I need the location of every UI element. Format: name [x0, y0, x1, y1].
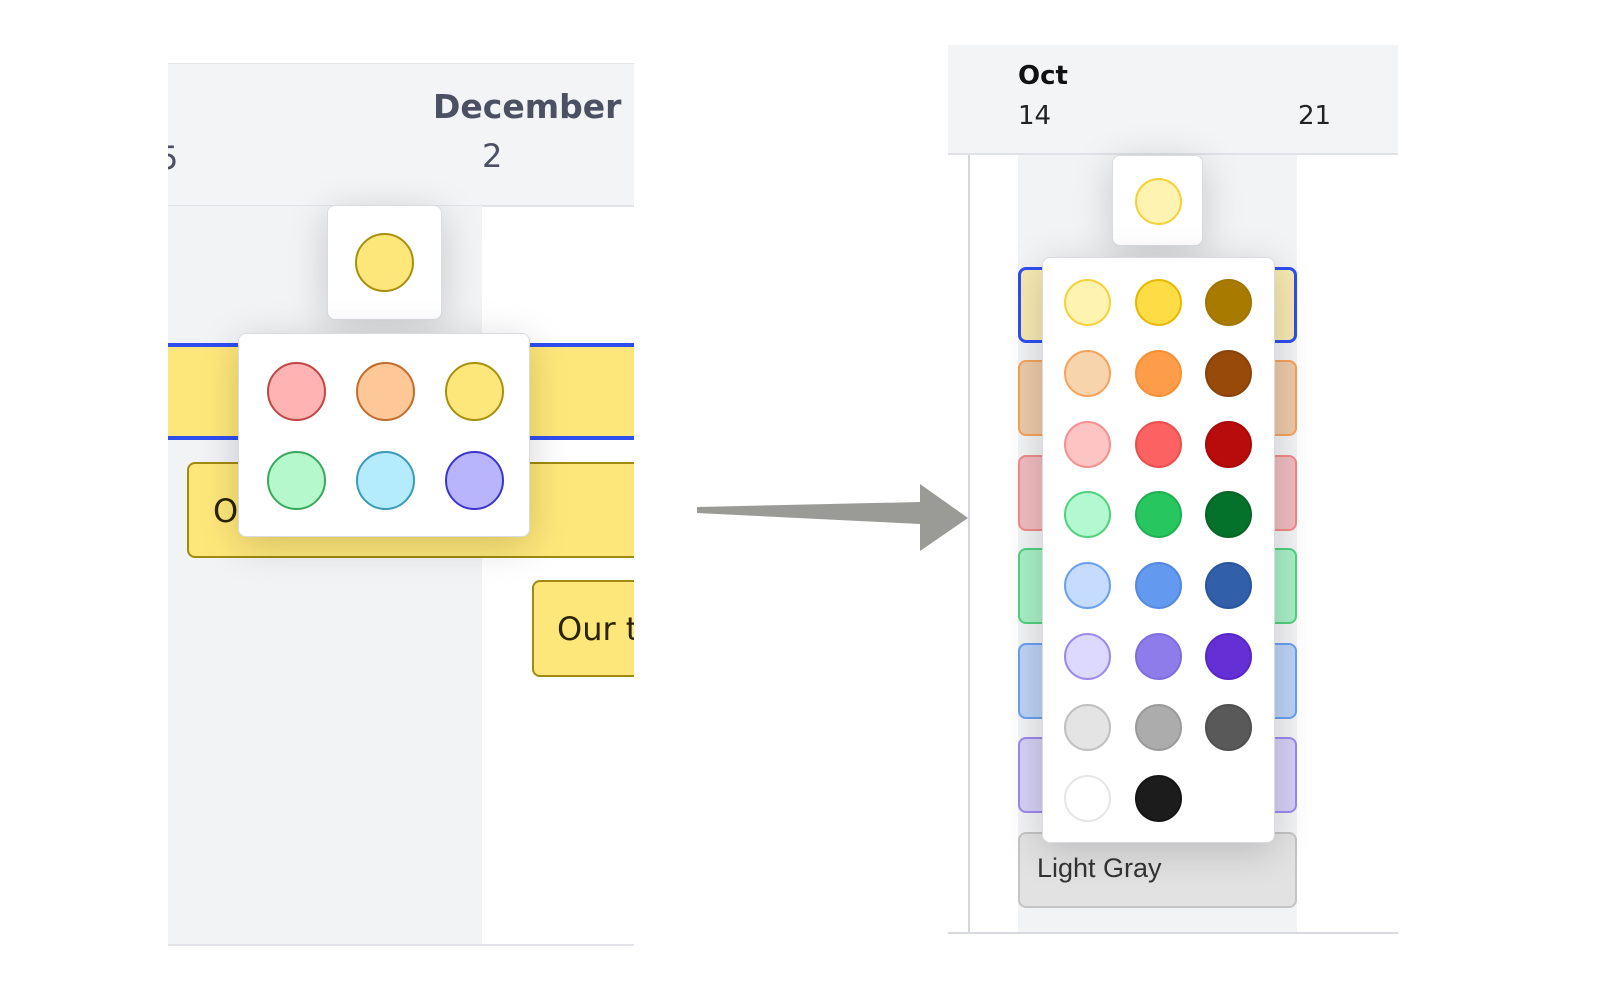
- color-swatch[interactable]: [267, 451, 326, 510]
- before-panel: December 5 2 O Our t: [168, 63, 634, 946]
- today-line: [968, 155, 970, 933]
- color-palette-popover: [1042, 257, 1275, 843]
- color-swatch[interactable]: [1064, 420, 1111, 468]
- arrow-icon: [697, 484, 968, 551]
- color-picker-button[interactable]: [1112, 155, 1203, 246]
- day-label: 2: [482, 137, 503, 175]
- color-swatch[interactable]: [1134, 420, 1182, 468]
- color-swatch[interactable]: [445, 362, 504, 421]
- color-palette-popover: [238, 333, 530, 537]
- timeline-header: [168, 63, 634, 207]
- day-label: 5: [168, 139, 179, 177]
- timeline-header: [948, 45, 1398, 155]
- month-label: December: [433, 87, 622, 126]
- color-swatch[interactable]: [1064, 349, 1111, 397]
- task-bar[interactable]: [1018, 832, 1297, 908]
- color-swatch[interactable]: [1134, 491, 1182, 539]
- color-swatch[interactable]: [1134, 349, 1182, 397]
- task-bar[interactable]: Our t: [532, 580, 634, 677]
- color-swatch[interactable]: [1205, 562, 1252, 610]
- selected-color-swatch: [355, 233, 414, 292]
- after-panel: Oct 14 21 Light Gray: [948, 45, 1398, 935]
- color-swatch[interactable]: [1064, 774, 1111, 822]
- color-swatch[interactable]: [1134, 562, 1182, 610]
- color-swatch[interactable]: [356, 451, 415, 510]
- color-swatch[interactable]: [1205, 279, 1252, 326]
- task-bar-text: O: [213, 492, 239, 530]
- color-swatch[interactable]: [1134, 774, 1182, 822]
- day-label: 21: [1298, 101, 1332, 131]
- color-swatch[interactable]: [1134, 703, 1182, 751]
- day-label: 14: [1018, 101, 1052, 131]
- color-swatch[interactable]: [1064, 633, 1111, 680]
- color-swatch[interactable]: [1205, 491, 1252, 539]
- color-picker-button[interactable]: [327, 205, 442, 320]
- bar-label: Light Gray: [1037, 853, 1162, 883]
- selected-color-swatch: [1135, 178, 1182, 225]
- color-swatch[interactable]: [1205, 420, 1252, 468]
- color-swatch[interactable]: [445, 451, 504, 510]
- color-swatch[interactable]: [1134, 279, 1182, 326]
- color-swatch[interactable]: [1205, 703, 1252, 751]
- month-label: Oct: [1018, 61, 1068, 91]
- task-bar-text: Our t: [557, 610, 634, 648]
- color-swatch[interactable]: [1064, 279, 1111, 326]
- bottom-border: [168, 944, 634, 946]
- bottom-border: [948, 932, 1398, 934]
- color-swatch[interactable]: [1205, 633, 1252, 680]
- color-swatch[interactable]: [1134, 633, 1182, 680]
- color-swatch[interactable]: [1064, 562, 1111, 610]
- color-swatch[interactable]: [1064, 491, 1111, 539]
- color-swatch[interactable]: [356, 362, 415, 421]
- weekend-column: [168, 206, 482, 944]
- color-swatch[interactable]: [1064, 703, 1111, 751]
- color-swatch[interactable]: [1205, 349, 1252, 397]
- color-swatch[interactable]: [267, 362, 326, 421]
